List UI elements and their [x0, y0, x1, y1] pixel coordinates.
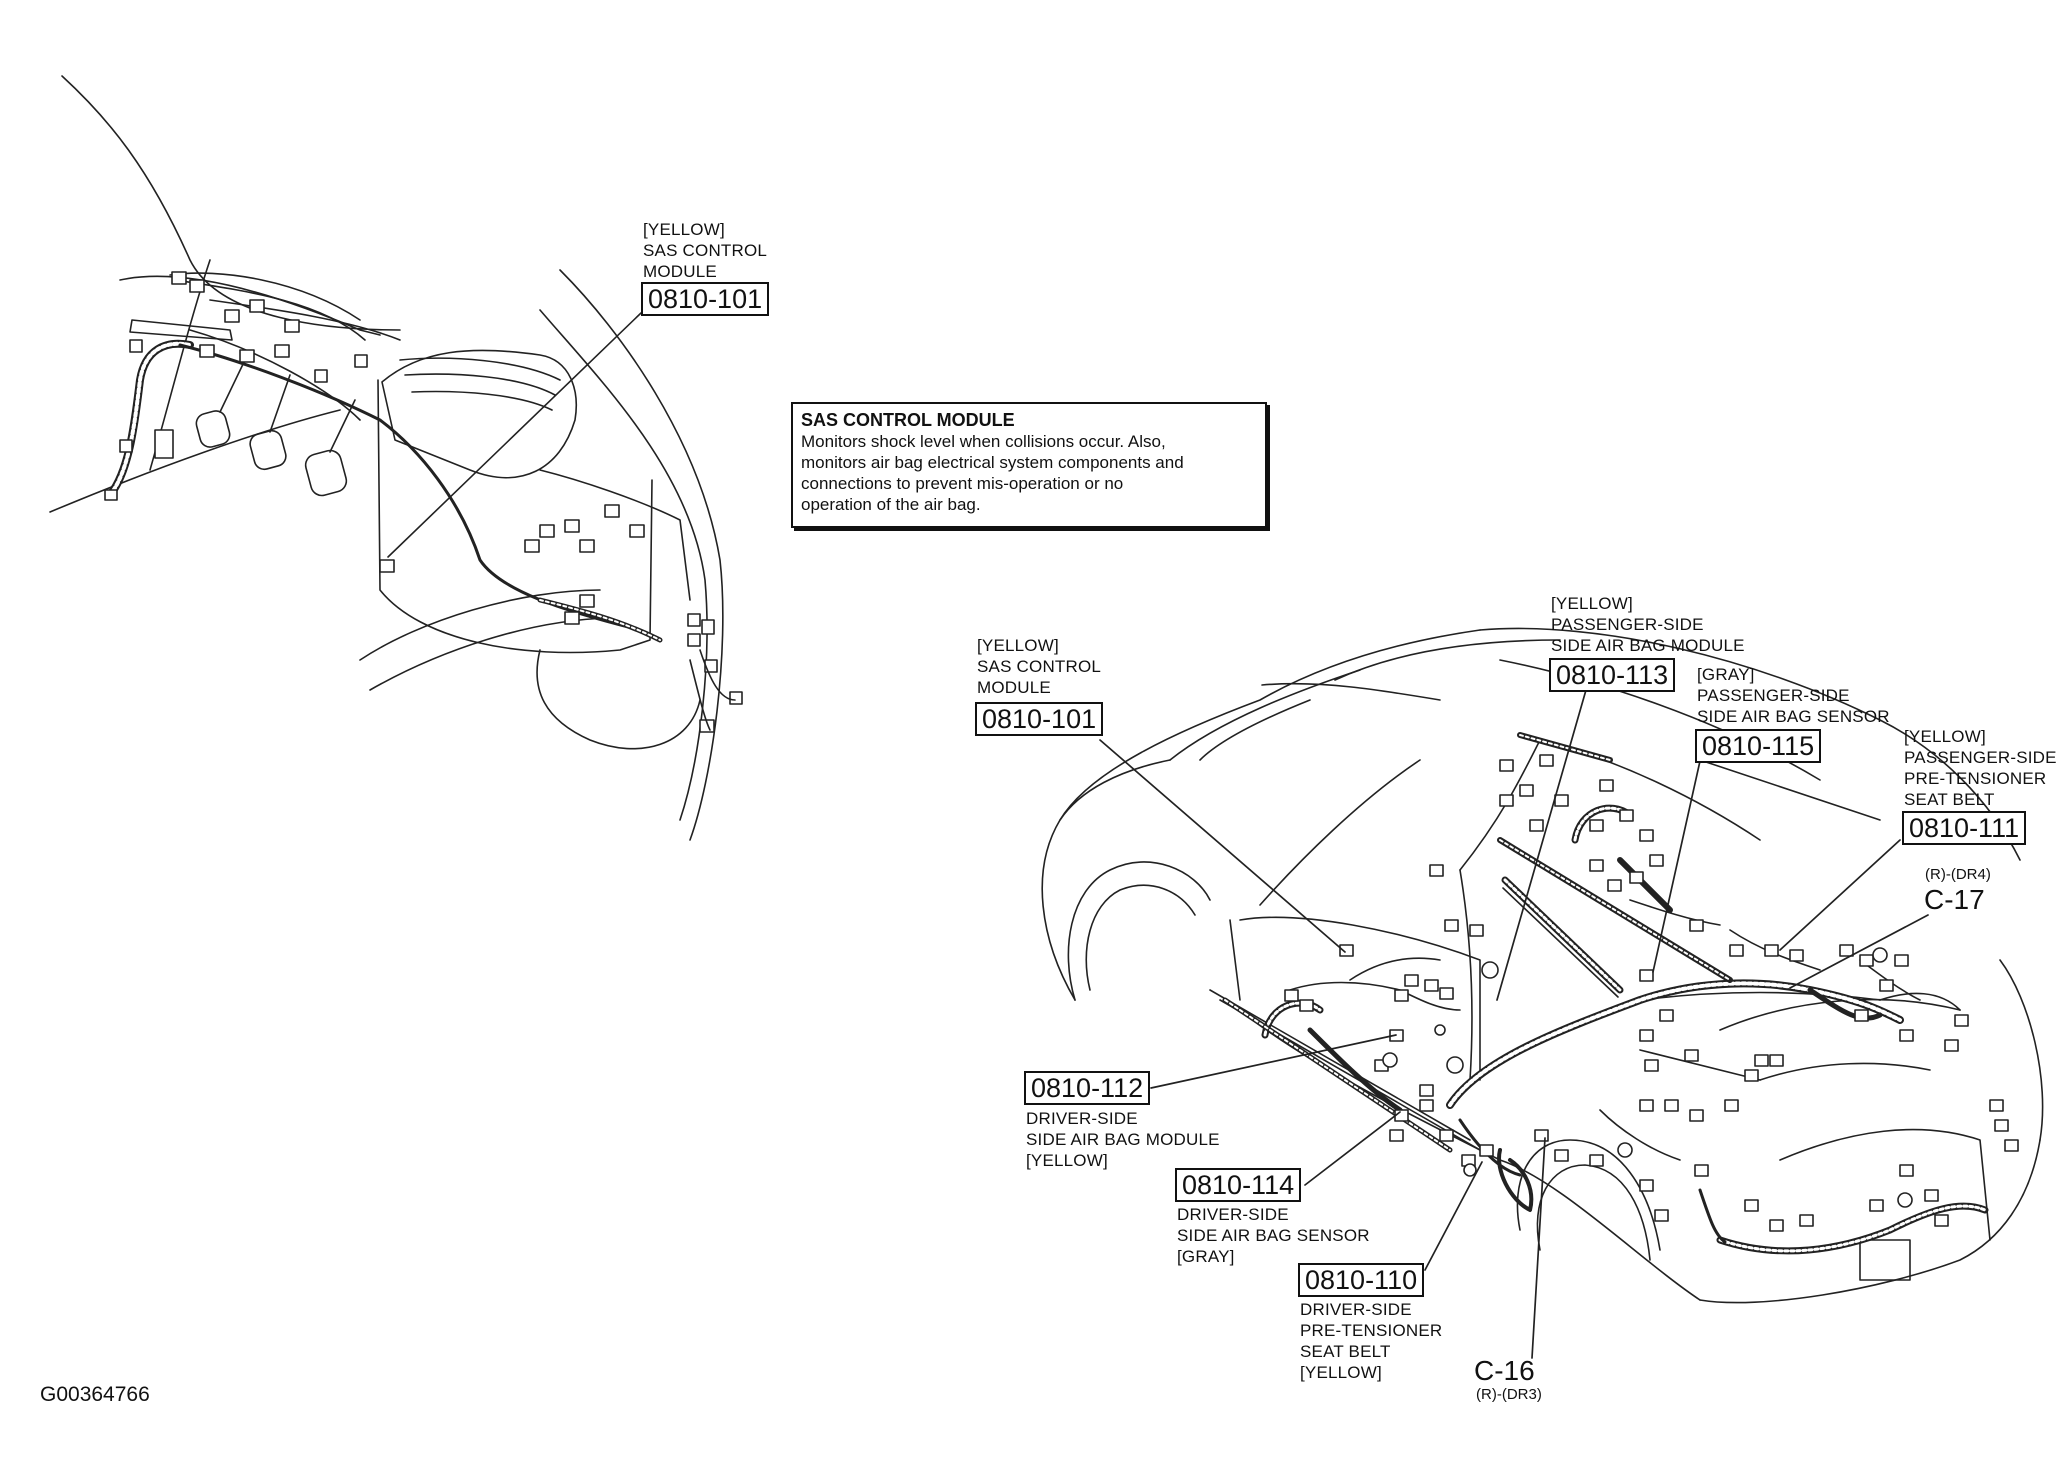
sas-info-box: SAS CONTROL MODULE Monitors shock level … [791, 402, 1267, 528]
dash-sas-code: 0810-101 [641, 282, 770, 316]
pass-airbag-sensor-color: [GRAY] [1697, 665, 1755, 684]
pass-pretensioner-name-3: SEAT BELT [1904, 790, 1995, 809]
driver-pretensioner-name-2: PRE-TENSIONER [1300, 1321, 1443, 1340]
info-box-title: SAS CONTROL MODULE [801, 410, 1015, 430]
c17-label: C-17 [1924, 884, 1985, 915]
driver-pretensioner-name-3: SEAT BELT [1300, 1342, 1391, 1361]
c17-sub: (R)-(DR4) [1925, 866, 1991, 883]
dashboard-view [49, 75, 743, 841]
pass-pretensioner-color: [YELLOW] [1904, 727, 1986, 746]
driver-airbag-module-name-1: DRIVER-SIDE [1026, 1109, 1138, 1128]
figure-reference-id: G00364766 [40, 1383, 150, 1406]
pass-pretensioner-code: 0810-111 [1902, 811, 2027, 845]
driver-airbag-module-code: 0810-112 [1024, 1071, 1151, 1105]
driver-pretensioner-code: 0810-110 [1298, 1263, 1425, 1297]
pass-pretensioner-name-1: PASSENGER-SIDE [1904, 748, 2057, 767]
pass-airbag-module-code: 0810-113 [1549, 658, 1676, 692]
driver-airbag-module-name-2: SIDE AIR BAG MODULE [1026, 1130, 1220, 1149]
pass-airbag-sensor-name-1: PASSENGER-SIDE [1697, 686, 1850, 705]
pass-airbag-sensor-code: 0810-115 [1695, 729, 1822, 763]
driver-airbag-module-color: [YELLOW] [1026, 1151, 1108, 1170]
driver-airbag-sensor-code: 0810-114 [1175, 1168, 1302, 1202]
pass-airbag-module-name-1: PASSENGER-SIDE [1551, 615, 1704, 634]
pass-airbag-module-name-2: SIDE AIR BAG MODULE [1551, 636, 1745, 655]
dash-sas-color: [YELLOW] [643, 220, 725, 239]
driver-pretensioner-name-1: DRIVER-SIDE [1300, 1300, 1412, 1319]
veh-sas-name-2: MODULE [977, 678, 1051, 697]
dash-sas-name-2: MODULE [643, 262, 717, 281]
c16-sub: (R)-(DR3) [1476, 1386, 1542, 1403]
driver-airbag-sensor-color: [GRAY] [1177, 1247, 1235, 1266]
pass-airbag-module-color: [YELLOW] [1551, 594, 1633, 613]
driver-airbag-sensor-name-1: DRIVER-SIDE [1177, 1205, 1289, 1224]
veh-sas-name-1: SAS CONTROL [977, 657, 1102, 676]
info-box-body: Monitors shock level when collisions occ… [801, 432, 1184, 514]
dash-sas-name-1: SAS CONTROL [643, 241, 768, 260]
vehicle-leaders [1099, 689, 1929, 1359]
pass-pretensioner-name-2: PRE-TENSIONER [1904, 769, 2047, 788]
leader-dash-sas [387, 312, 642, 558]
driver-airbag-sensor-name-2: SIDE AIR BAG SENSOR [1177, 1226, 1370, 1245]
veh-sas-color: [YELLOW] [977, 636, 1059, 655]
vehicle-view [1041, 627, 2044, 1304]
c16-label: C-16 [1474, 1355, 1535, 1386]
driver-pretensioner-color: [YELLOW] [1300, 1363, 1382, 1382]
veh-sas-code: 0810-101 [975, 702, 1104, 736]
pass-airbag-sensor-name-2: SIDE AIR BAG SENSOR [1697, 707, 1890, 726]
